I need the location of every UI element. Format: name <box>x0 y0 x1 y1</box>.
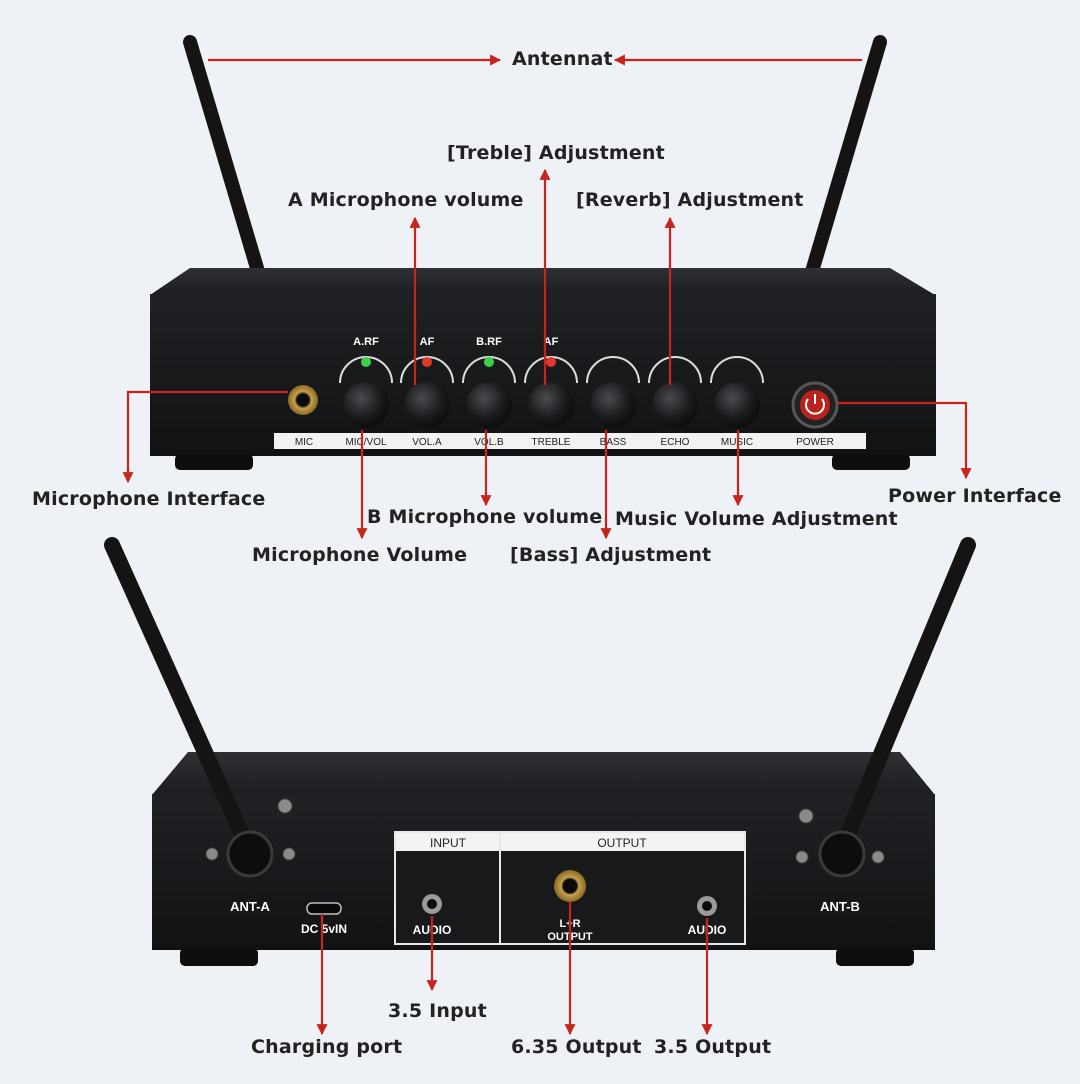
knob-music <box>710 356 764 428</box>
label-treble: TREBLE <box>532 437 571 448</box>
io-output-header: OUTPUT <box>597 836 647 850</box>
screw <box>282 847 296 861</box>
callout-3-5-input: 3.5 Input <box>388 1000 487 1022</box>
lr-output-jack <box>554 870 586 902</box>
front-label-strip <box>274 433 866 449</box>
label-power: POWER <box>796 437 834 448</box>
indicator-a-rf: A.RF <box>353 336 379 348</box>
screw <box>871 850 885 864</box>
knob-bass <box>586 356 640 428</box>
label-mic: MIC <box>295 437 313 448</box>
callout-3-5-output: 3.5 Output <box>654 1036 772 1058</box>
front-unit: A.RF AF B.RF AF MIC MIC/VOL VOL.A VOL.B … <box>150 35 936 470</box>
callout-a-mic-volume: A Microphone volume <box>288 189 524 211</box>
label-bass: BASS <box>600 437 627 448</box>
callout-power-interface: Power Interface <box>888 485 1062 507</box>
knob-echo <box>648 356 702 428</box>
screw <box>795 850 809 864</box>
ant-b-connector <box>818 830 866 878</box>
screw <box>277 798 293 814</box>
audio-out-jack <box>697 896 717 916</box>
arrow-power-interface <box>838 401 972 480</box>
back-foot-left <box>180 948 258 966</box>
callout-reverb: [Reverb] Adjustment <box>576 189 804 211</box>
callout-mic-interface: Microphone Interface <box>32 488 266 510</box>
front-unit-face <box>150 294 936 456</box>
antenna-right <box>801 35 887 292</box>
led-b-rf <box>484 357 494 367</box>
callout-b-mic-volume: B Microphone volume <box>367 506 603 528</box>
callout-treble: [Treble] Adjustment <box>447 142 665 164</box>
antenna-back-right <box>834 537 976 856</box>
audio-in-jack <box>422 894 442 914</box>
front-unit-top <box>150 268 935 295</box>
screw <box>205 847 219 861</box>
callout-charging: Charging port <box>251 1036 403 1058</box>
label-vol-b: VOL.B <box>474 437 504 448</box>
dc-label: DC 5vIN <box>301 922 347 936</box>
indicator-a-af: AF <box>420 336 435 348</box>
callout-mic-volume: Microphone Volume <box>252 544 468 566</box>
label-vol-a: VOL.A <box>412 437 442 448</box>
back-unit-top <box>152 752 935 795</box>
led-a-af <box>422 357 432 367</box>
callout-music-volume: Music Volume Adjustment <box>615 508 898 530</box>
label-mic-vol: MIC/VOL <box>345 437 387 448</box>
led-a-rf <box>361 357 371 367</box>
io-input-header: INPUT <box>430 836 467 850</box>
antenna-back-left <box>104 537 256 856</box>
back-unit: INPUT OUTPUT ANT-A ANT-B DC 5vIN AUDIO L… <box>104 537 976 966</box>
indicator-b-rf: B.RF <box>476 336 502 348</box>
ant-b-label: ANT-B <box>820 899 860 914</box>
indicator-b-af: AF <box>544 336 559 348</box>
callout-6-35-output: 6.35 Output <box>511 1036 642 1058</box>
ant-a-label: ANT-A <box>230 899 270 914</box>
callout-bass: [Bass] Adjustment <box>510 544 712 566</box>
ant-a-connector <box>226 830 274 878</box>
front-foot-left <box>175 454 253 470</box>
back-foot-right <box>836 948 914 966</box>
mic-jack <box>288 385 318 415</box>
screw <box>798 808 814 824</box>
arrow-mic-interface <box>122 390 288 484</box>
usb-c-port <box>306 902 342 915</box>
label-echo: ECHO <box>661 437 690 448</box>
arrows <box>122 54 972 1036</box>
led-b-af <box>546 357 556 367</box>
callout-antenna: Antennat <box>512 48 613 70</box>
antenna-left <box>183 35 269 292</box>
front-foot-right <box>832 454 910 470</box>
power-button <box>791 381 839 429</box>
io-header <box>396 833 744 851</box>
